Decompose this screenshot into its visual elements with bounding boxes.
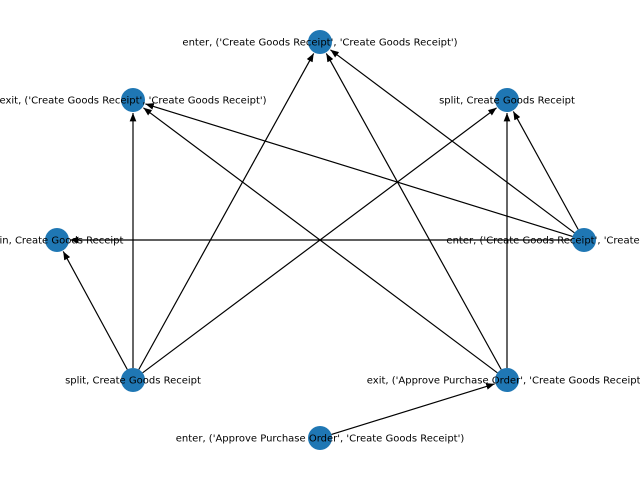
- graph-node-n_l: [45, 228, 69, 252]
- edge-n_ll-to-n_top: [138, 53, 315, 370]
- graph-node-n_ur: [495, 88, 519, 112]
- graph-node-n_ll: [121, 368, 145, 392]
- graph-node-n_lr: [495, 368, 519, 392]
- graph-node-n_ul: [121, 88, 145, 112]
- edge-n_lr-to-n_ul: [143, 107, 498, 374]
- node-label-n_ul: exit, ('Create Goods Receipt', 'Create G…: [0, 96, 267, 107]
- edge-n_bot-to-n_lr: [331, 383, 495, 435]
- node-label-n_ll: split, Create Goods Receipt: [65, 376, 201, 387]
- edge-n_r-to-n_ul: [145, 103, 573, 237]
- edge-n_ll-to-n_l: [62, 251, 128, 370]
- labels-layer: enter, ('Create Goods Receipt', 'Create …: [0, 38, 640, 445]
- edges-layer: [62, 49, 579, 435]
- node-label-n_l: join, Create Goods Receipt: [0, 236, 123, 247]
- node-label-n_r: enter, ('Create Goods Receipt', 'Create …: [446, 236, 640, 247]
- node-label-n_bot: enter, ('Approve Purchase Order', 'Creat…: [176, 434, 465, 445]
- edge-n_lr-to-n_top: [325, 53, 502, 370]
- graph-node-n_bot: [308, 426, 332, 450]
- graph-node-n_top: [308, 30, 332, 54]
- node-label-n_lr: exit, ('Approve Purchase Order', 'Create…: [367, 376, 640, 387]
- node-label-n_top: enter, ('Create Goods Receipt', 'Create …: [182, 38, 457, 49]
- graph-node-n_r: [572, 228, 596, 252]
- nodes-layer: [45, 30, 596, 450]
- edge-n_r-to-n_ur: [512, 111, 579, 230]
- node-label-n_ur: split, Create Goods Receipt: [439, 96, 575, 107]
